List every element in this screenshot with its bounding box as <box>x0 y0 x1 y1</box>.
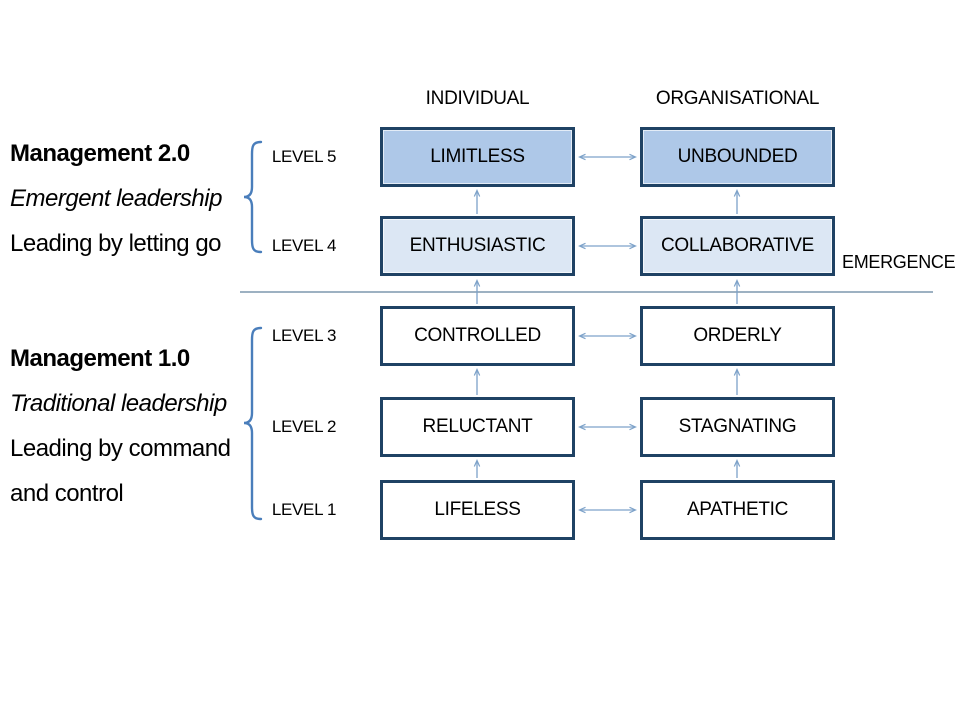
management-1-brace <box>243 326 263 521</box>
box-orderly: ORDERLY <box>640 306 835 366</box>
column-header-organisational: ORGANISATIONAL <box>655 88 820 109</box>
management-1-subtitle: Traditional leadership <box>10 390 227 417</box>
box-reluctant: RELUCTANT <box>380 397 575 457</box>
management-1-block: Management 1.0 Traditional leadership Le… <box>10 336 231 516</box>
management-1-title: Management 1.0 <box>10 345 190 372</box>
emergence-label: EMERGENCE <box>842 252 956 272</box>
column-header-individual: INDIVIDUAL <box>425 88 530 109</box>
box-controlled: CONTROLLED <box>380 306 575 366</box>
level-5-label: LEVEL 5 <box>271 147 337 166</box>
horizontal-arrows <box>578 153 637 514</box>
management-2-block: Management 2.0 Emergent leadership Leadi… <box>10 131 222 266</box>
management-2-title: Management 2.0 <box>10 140 190 167</box>
box-enthusiastic: ENTHUSIASTIC <box>380 216 575 276</box>
management-1-description-line1: Leading by command <box>10 435 231 462</box>
box-limitless: LIMITLESS <box>380 127 575 187</box>
level-4-label: LEVEL 4 <box>271 236 337 255</box>
level-1-label: LEVEL 1 <box>271 500 337 519</box>
box-apathetic: APATHETIC <box>640 480 835 540</box>
management-1-description-line2: and control <box>10 480 124 507</box>
box-collaborative: COLLABORATIVE <box>640 216 835 276</box>
box-stagnating: STAGNATING <box>640 397 835 457</box>
level-2-label: LEVEL 2 <box>271 417 337 436</box>
level-3-label: LEVEL 3 <box>271 326 337 345</box>
management-2-brace <box>243 140 263 254</box>
management-2-subtitle: Emergent leadership <box>10 185 222 212</box>
management-2-description: Leading by letting go <box>10 230 222 257</box>
box-lifeless: LIFELESS <box>380 480 575 540</box>
box-unbounded: UNBOUNDED <box>640 127 835 187</box>
